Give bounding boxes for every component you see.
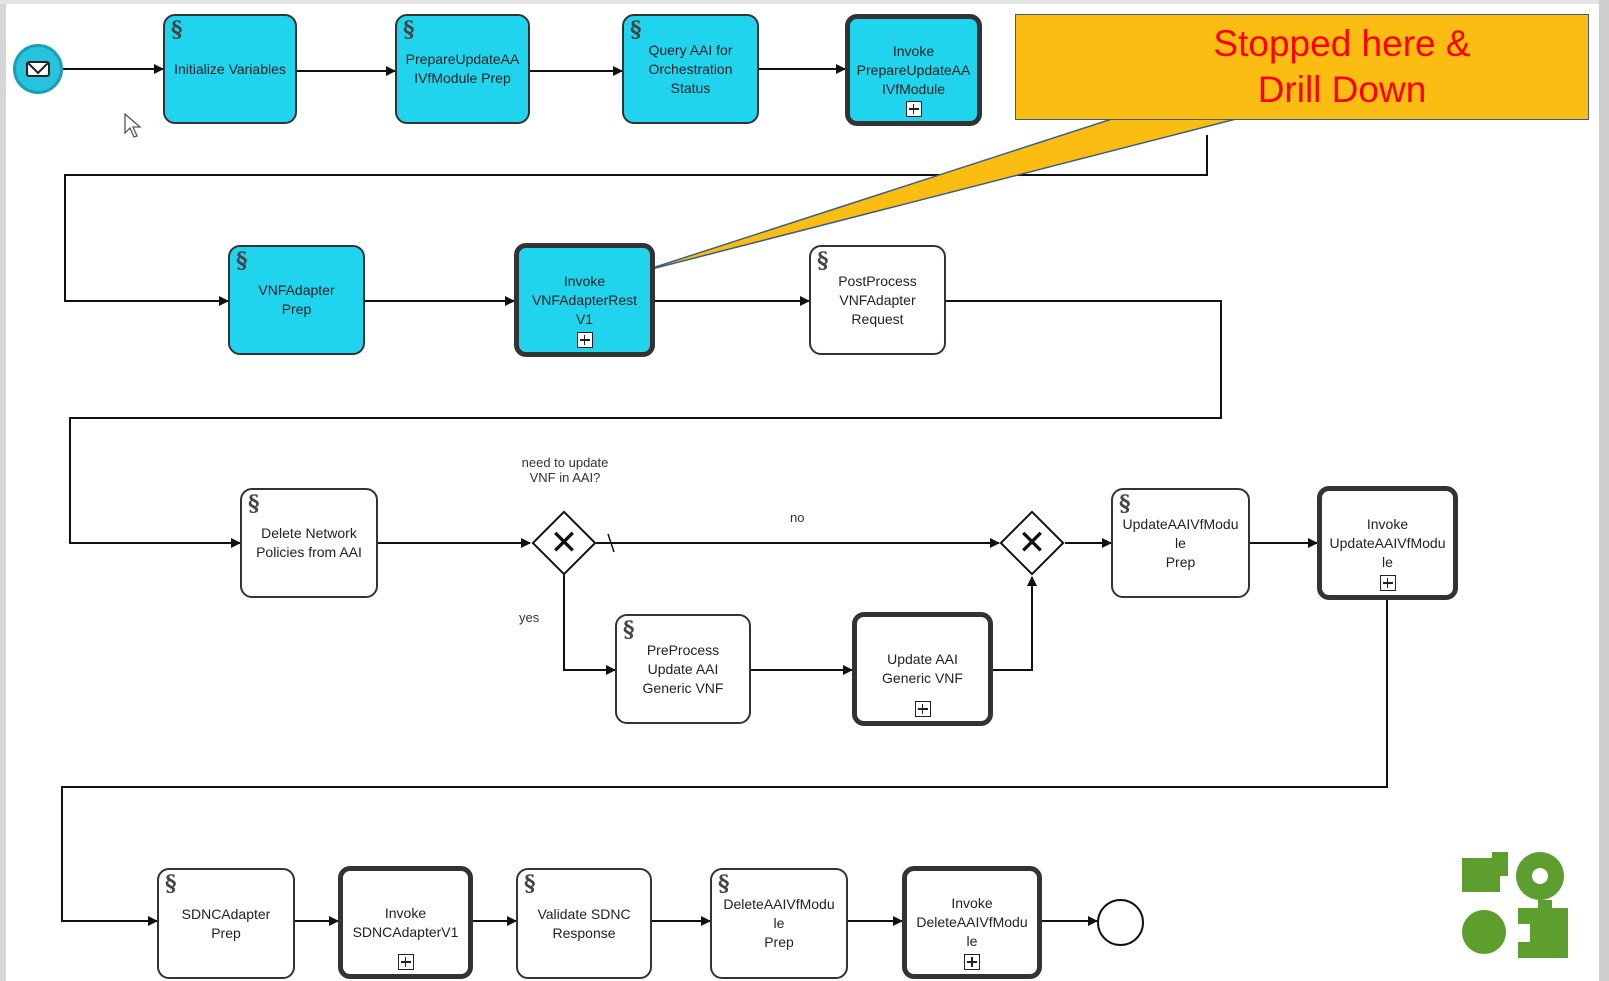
script-icon: § [718,871,730,897]
task-update-aai-vfmodule-prep[interactable]: § UpdateAAIVfModu le Prep [1111,488,1250,598]
message-start-event[interactable] [13,44,63,94]
script-icon: § [524,871,536,897]
task-label: Delete Network Policies from AAI [256,525,362,560]
window-frame-left [0,0,6,981]
plus-icon [397,954,414,970]
script-icon: § [1119,491,1131,517]
task-initialize-variables[interactable]: § Initialize Variables [163,14,297,124]
plus-icon [964,954,980,970]
task-validate-sdnc-response[interactable]: § Validate SDNC Response [516,868,652,979]
task-label: Invoke DeleteAAIVfModu le [916,895,1028,949]
task-label: VNFAdapter Prep [258,282,335,317]
window-frame-right [1599,0,1609,981]
default-flow-marker [607,533,615,553]
task-preprocess-update-aai[interactable]: § PreProcess Update AAI Generic VNF [615,614,751,724]
x-icon: ✕ [1017,524,1047,562]
callout-box: Stopped here & Drill Down [1015,14,1589,120]
plus-icon [905,101,922,117]
script-icon: § [248,491,260,517]
script-icon: § [171,17,183,43]
script-icon: § [165,871,177,897]
task-update-aai-generic-vnf[interactable]: Update AAI Generic VNF [852,612,993,726]
script-icon: § [403,17,415,43]
task-query-aai[interactable]: § Query AAI for Orchestration Status [622,14,759,124]
task-label: Validate SDNC Response [537,905,631,941]
task-label: SDNCAdapter Prep [181,905,271,941]
task-label: UpdateAAIVfModu le Prep [1122,515,1239,570]
plus-icon [1379,575,1396,591]
task-invoke-update-aai-vfmodule[interactable]: Invoke UpdateAAIVfModu le [1317,486,1458,600]
task-label: Query AAI for Orchestration Status [648,41,733,96]
no-label: no [790,510,805,525]
script-icon: § [817,248,829,274]
gateway-question-label: need to update VNF in AAI? [521,455,609,485]
flow-row3-to-row4 [61,599,1388,926]
task-invoke-vnf-adapter-rest[interactable]: Invoke VNFAdapterRest V1 [514,243,655,357]
task-vnf-adapter-prep[interactable]: § VNFAdapter Prep [228,245,365,355]
flow-yes-branch [563,574,616,675]
task-label: PreProcess Update AAI Generic VNF [642,641,724,696]
task-label: Invoke PrepareUpdateAA IVfModule [856,42,971,97]
plus-icon [914,701,931,717]
plus-icon [576,332,593,348]
task-label: DeleteAAIVfModu le Prep [723,896,835,950]
mouse-cursor-icon [124,113,142,138]
window-frame-top [0,0,1609,4]
task-label: Update AAI Generic VNF [882,651,963,686]
task-invoke-delete-aai-vfmodule[interactable]: Invoke DeleteAAIVfModu le [902,866,1042,979]
script-icon: § [623,617,635,643]
callout-text: Stopped here & Drill Down [1213,23,1471,110]
flow-row2-to-row3 [69,300,1222,548]
task-label: Invoke VNFAdapterRest V1 [531,272,638,327]
yes-label: yes [519,610,540,625]
gears-logo-icon [1462,852,1568,958]
task-label: PrepareUpdateAA IVfModule Prep [405,51,520,86]
task-label: Invoke SDNCAdapterV1 [352,904,459,940]
flow-update-to-merge [993,576,1037,671]
task-invoke-prepare-update[interactable]: Invoke PrepareUpdateAA IVfModule [845,14,982,126]
envelope-icon [26,61,50,77]
task-delete-network-policies[interactable]: § Delete Network Policies from AAI [240,488,378,598]
script-icon: § [236,248,248,274]
task-label: Initialize Variables [174,60,286,77]
task-prepare-update-prep[interactable]: § PrepareUpdateAA IVfModule Prep [395,14,530,124]
task-delete-aai-vfmodule-prep[interactable]: § DeleteAAIVfModu le Prep [710,868,848,979]
task-invoke-sdnc-adapter[interactable]: Invoke SDNCAdapterV1 [338,866,473,979]
task-label: Invoke UpdateAAIVfModu le [1329,515,1446,570]
task-label: PostProcess VNFAdapter Request [838,272,917,327]
end-event[interactable] [1097,899,1144,946]
x-icon: ✕ [549,524,579,562]
flow-row1-to-row2 [64,135,1208,306]
task-postprocess-vnf-adapter[interactable]: § PostProcess VNFAdapter Request [809,245,946,355]
task-sdnc-adapter-prep[interactable]: § SDNCAdapter Prep [157,868,295,979]
script-icon: § [630,17,642,43]
